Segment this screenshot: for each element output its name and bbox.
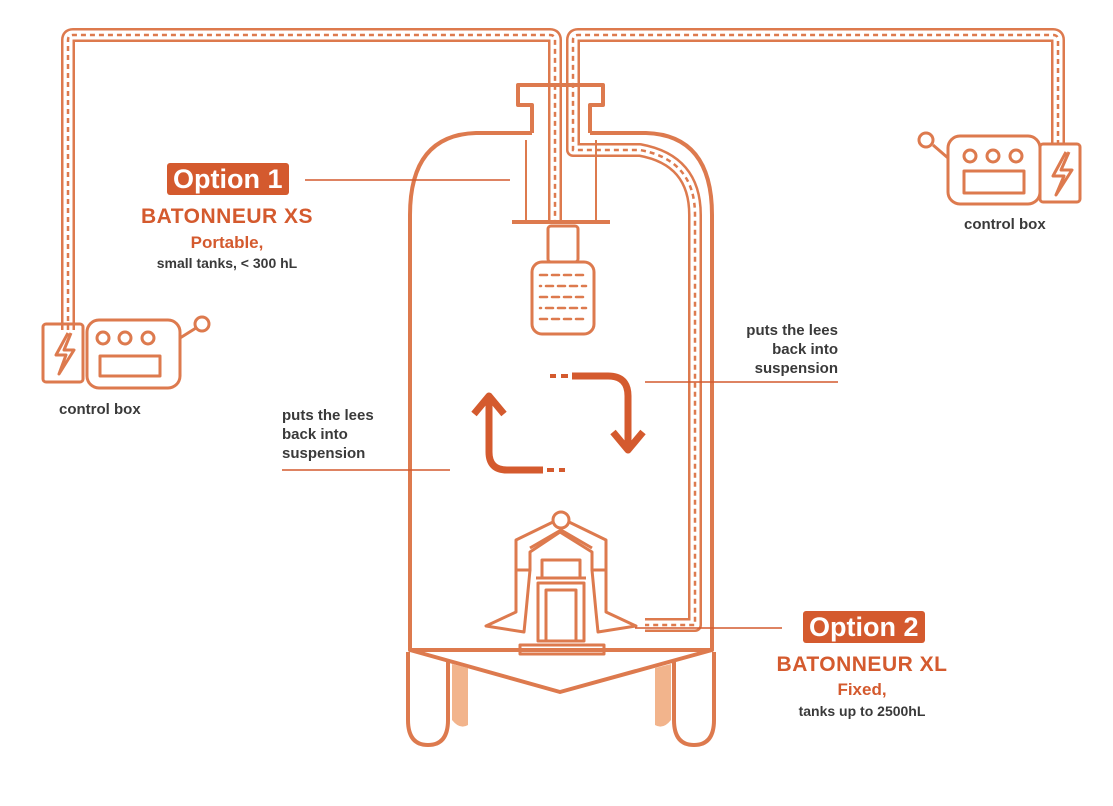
- option1-detail: small tanks, < 300 hL: [156, 255, 298, 271]
- option1-product-name: BATONNEUR XS: [140, 205, 314, 228]
- cable-right: [566, 28, 1065, 632]
- flow-note-right-line: suspension: [754, 360, 838, 377]
- flow-note-right-line: back into: [772, 341, 838, 358]
- control-box-right: [917, 131, 1082, 206]
- wine-tank: [406, 83, 716, 747]
- cable-left: [61, 28, 562, 330]
- control-box-left-label: control box: [59, 401, 141, 418]
- option2-badge: Option 2: [803, 611, 925, 643]
- option2-product-name: BATONNEUR XL: [776, 653, 948, 676]
- batonneur-xl-device: [484, 510, 638, 656]
- control-box-left: [41, 315, 211, 390]
- option2-detail: tanks up to 2500hL: [798, 703, 926, 719]
- circulation-arrow-right: [550, 372, 646, 454]
- tank-leg-fills: [452, 664, 671, 727]
- flow-note-right: puts the lees back into suspension: [746, 321, 838, 378]
- flow-note-left-line: suspension: [282, 445, 366, 462]
- option1-type: Portable,: [190, 233, 264, 252]
- flow-note-right-line: puts the lees: [746, 322, 838, 339]
- flow-note-left-line: back into: [282, 426, 348, 443]
- batonneur-xs-device: [512, 140, 610, 336]
- flow-note-left: puts the lees back into suspension: [282, 406, 374, 463]
- lightning-icon: [54, 332, 76, 376]
- leader-lines: [282, 179, 838, 629]
- dial-icon: [962, 148, 978, 164]
- dial-icon: [95, 330, 111, 346]
- circulation-arrow-left: [471, 392, 565, 474]
- control-box-right-label: control box: [964, 216, 1046, 233]
- option1-badge: Option 1: [167, 163, 289, 195]
- lightning-icon: [1051, 151, 1074, 197]
- option2-type: Fixed,: [837, 680, 887, 699]
- flow-note-left-line: puts the lees: [282, 407, 374, 424]
